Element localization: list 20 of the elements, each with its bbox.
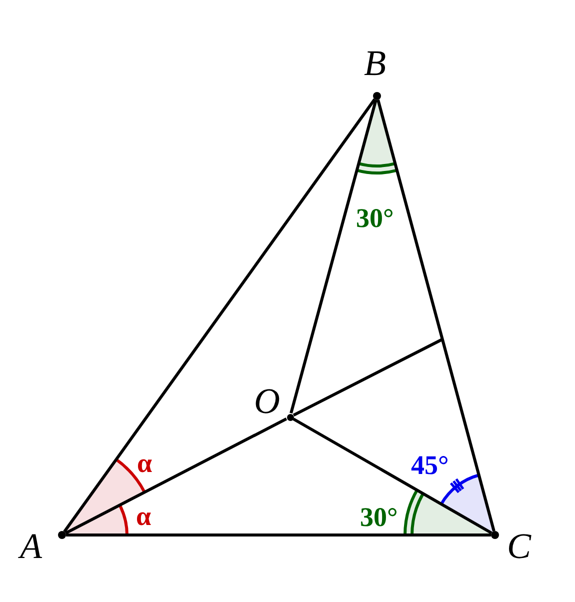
point-dot — [491, 531, 499, 539]
point-label: A — [20, 528, 42, 564]
line-segment — [290, 99, 378, 414]
angle-label: α — [137, 450, 152, 477]
point-dot — [286, 414, 294, 420]
line-segment — [376, 99, 496, 532]
point-dot — [58, 531, 66, 539]
angle-label: α — [136, 503, 152, 530]
point-label: C — [507, 528, 532, 564]
angle-label: 45° — [411, 452, 449, 479]
point-label: O — [254, 383, 280, 419]
line-segment — [64, 418, 288, 534]
angle-label: 30° — [360, 504, 398, 531]
line-segment — [63, 98, 376, 533]
point-dot — [373, 92, 381, 100]
line-segment — [292, 338, 444, 417]
line-segment — [66, 534, 491, 536]
line-segment — [292, 418, 492, 534]
angle-label: 30° — [356, 205, 394, 232]
point-label: B — [364, 45, 386, 81]
